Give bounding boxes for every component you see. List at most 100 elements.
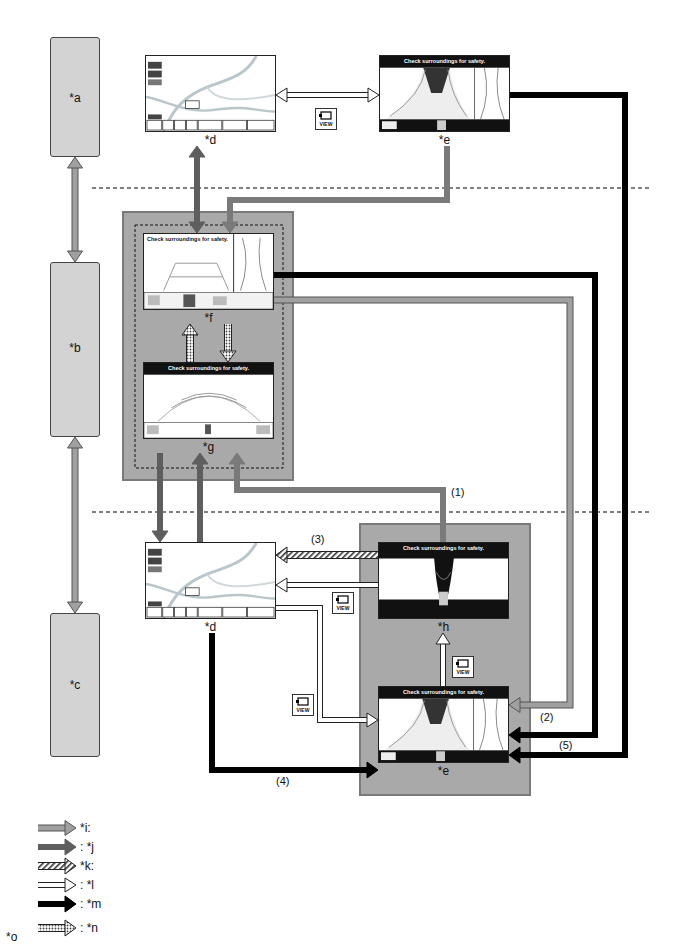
arrow-head	[65, 878, 76, 892]
connector-arrow	[229, 453, 443, 542]
arrow-outline	[38, 825, 67, 832]
arrow-body	[38, 863, 67, 869]
screen-node: Check surroundings for safety.*e	[378, 686, 509, 777]
drawing-part	[381, 752, 396, 760]
band-label: *a	[51, 92, 99, 104]
screen-node: Check surroundings for safety.*g	[143, 362, 274, 453]
screen-label: *h	[378, 621, 509, 633]
drawing-part	[321, 112, 331, 119]
screen-frame	[145, 55, 276, 132]
drawing-part	[163, 607, 174, 617]
screen-node: Check surroundings for safety.*e	[379, 55, 510, 146]
drawing-part	[146, 97, 275, 112]
connector-arrow	[68, 437, 83, 613]
drawing-part	[198, 120, 222, 130]
separator-line	[92, 512, 650, 513]
legend-text: : *n	[80, 921, 98, 935]
arrow-body	[73, 166, 78, 253]
drawing-part	[480, 68, 504, 120]
arrow-head	[152, 531, 168, 542]
arrow-body	[73, 446, 78, 604]
arrow-body	[38, 826, 67, 831]
arrow-head	[509, 698, 520, 713]
drawing-part	[298, 698, 308, 705]
legend-sample	[38, 896, 76, 912]
drawing-part	[473, 699, 474, 751]
arrow-outline	[285, 582, 378, 588]
camera-icon	[453, 658, 473, 670]
connector-arrow	[276, 88, 379, 102]
arrow-outline	[38, 862, 67, 870]
screen-node: Check surroundings for safety.*f	[143, 233, 274, 324]
view-text: VIEW	[453, 669, 473, 675]
view-text: VIEW	[293, 707, 313, 713]
drawing-part	[144, 422, 273, 438]
drawing-part	[164, 543, 257, 618]
screen-frame: Check surroundings for safety.	[143, 233, 274, 310]
drawing-part	[256, 425, 270, 434]
step-number: (2)	[539, 711, 554, 723]
connector-arrow	[222, 146, 447, 233]
step-number: (1)	[450, 486, 465, 498]
screen-message: Check surroundings for safety.	[144, 365, 273, 372]
screen-image	[380, 56, 509, 131]
drawing-part	[296, 700, 299, 703]
arrow-body	[441, 642, 445, 686]
screen-image	[379, 543, 508, 618]
arrow-outline	[186, 333, 194, 362]
mode-band: *a	[50, 37, 100, 157]
drawing-part	[319, 114, 322, 117]
camera-icon	[316, 110, 336, 122]
connector-arrow	[220, 324, 236, 362]
screen-image	[379, 687, 508, 762]
arrow-head	[220, 351, 236, 362]
drawing-part	[380, 56, 509, 131]
drawing-part	[205, 424, 211, 434]
drawing-part	[386, 68, 471, 120]
connector-arrow	[68, 157, 83, 262]
arrow-outline	[38, 924, 67, 932]
arrow-body	[38, 925, 67, 931]
arrow-outline	[440, 642, 446, 686]
screen-frame: Check surroundings for safety.	[378, 542, 509, 619]
legend-sample	[38, 821, 76, 836]
screen-message: Check surroundings for safety.	[379, 689, 508, 696]
dashed-group	[135, 225, 283, 468]
drawing-part	[164, 56, 257, 131]
arrow-outline	[285, 92, 370, 98]
screen-image	[146, 56, 275, 131]
drawing-part	[186, 120, 197, 130]
legend-sample	[38, 878, 76, 892]
drawing-part	[207, 574, 275, 586]
drawing-part	[163, 120, 174, 130]
arrow-outline	[276, 608, 369, 720]
arrow-body	[197, 462, 203, 542]
arrow-head	[68, 602, 83, 613]
screen-label: *e	[379, 134, 510, 146]
camera-icon	[333, 594, 353, 606]
arrow-body	[157, 453, 163, 533]
drawing-part	[148, 558, 162, 565]
drawing-part	[158, 396, 260, 421]
drawing-part	[437, 120, 446, 130]
arrow-outline	[72, 446, 79, 604]
arrow-head	[192, 453, 208, 464]
arrow-head	[509, 747, 520, 763]
drawing-part	[439, 592, 448, 606]
drawing-part	[436, 751, 445, 761]
legend-text: *k:	[80, 859, 94, 873]
drawing-part	[148, 114, 162, 119]
drawing-part	[385, 699, 470, 751]
view-button-icon: VIEW	[292, 694, 314, 716]
arrow-body	[237, 462, 443, 542]
arrow-head	[222, 222, 238, 233]
drawing-part	[144, 363, 273, 375]
drawing-part	[148, 71, 162, 78]
legend-text: : *l	[80, 878, 94, 892]
drawing-part	[380, 119, 509, 131]
connector-arrow	[212, 633, 378, 778]
screen-message: Check surroundings for safety.	[147, 236, 228, 243]
drawing-part	[474, 68, 475, 120]
arrow-head	[229, 453, 245, 464]
